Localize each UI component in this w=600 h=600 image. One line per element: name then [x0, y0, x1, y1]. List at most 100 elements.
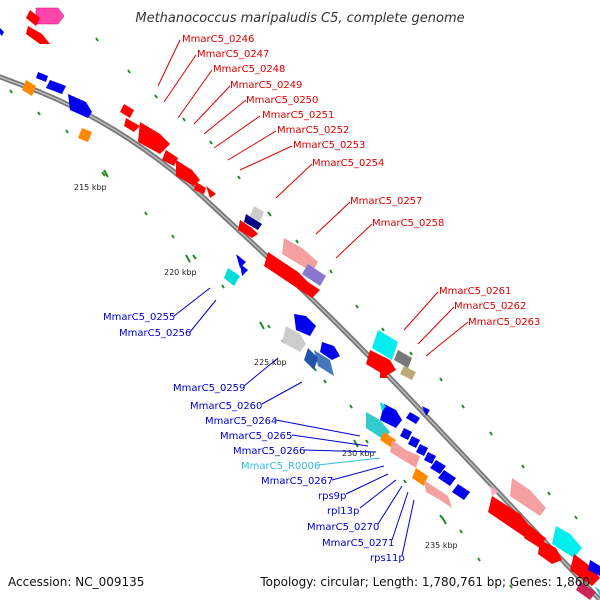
gene-feature[interactable]	[424, 452, 436, 464]
gene-label[interactable]: MmarC5_0258	[372, 218, 444, 229]
gene-feature[interactable]	[406, 412, 420, 424]
tick-label-225: 225 kbp	[254, 358, 287, 367]
gene-feature[interactable]	[302, 264, 326, 286]
gene-feature[interactable]	[380, 404, 402, 428]
gene-feature[interactable]	[416, 444, 428, 456]
gene-feature[interactable]	[22, 80, 36, 96]
gene-label[interactable]: MmarC5_0257	[350, 196, 422, 207]
gene-feature[interactable]	[314, 350, 334, 376]
gene-label[interactable]: MmarC5_0266	[233, 446, 305, 457]
gene-feature[interactable]	[320, 342, 340, 360]
gene-feature[interactable]	[424, 480, 440, 500]
gene-feature[interactable]	[438, 470, 456, 486]
leader-lines-red	[157, 39, 469, 357]
gene-feature[interactable]	[240, 264, 248, 276]
gene-feature[interactable]	[176, 160, 200, 186]
gene-label[interactable]: MmarC5_0263	[468, 317, 540, 328]
gene-feature[interactable]	[570, 554, 600, 586]
gene-feature[interactable]	[264, 252, 320, 298]
gene-features	[0, 7, 600, 600]
gene-feature[interactable]	[294, 314, 316, 336]
leader-lines-blue	[173, 287, 415, 557]
gene-label[interactable]: MmarC5_0260	[190, 401, 262, 412]
gene-feature[interactable]	[538, 540, 562, 564]
gene-label[interactable]: MmarC5_0248	[213, 64, 285, 75]
gene-label[interactable]: MmarC5_0271	[322, 538, 394, 549]
gene-feature[interactable]	[250, 206, 264, 222]
gene-feature[interactable]	[400, 428, 412, 440]
gene-label[interactable]: MmarC5_0270	[307, 522, 379, 533]
gene-feature[interactable]	[138, 122, 170, 154]
gene-feature[interactable]	[380, 402, 386, 412]
gene-feature[interactable]	[194, 182, 206, 194]
gene-feature[interactable]	[588, 560, 600, 576]
gene-feature[interactable]	[224, 268, 240, 286]
gene-feature[interactable]	[490, 486, 498, 496]
gene-label[interactable]: MmarC5_0254	[312, 158, 384, 169]
gene-feature[interactable]	[380, 368, 388, 378]
gene-label[interactable]: MmarC5_0259	[173, 383, 245, 394]
gene-feature[interactable]	[236, 254, 246, 268]
gene-label[interactable]: MmarC5_0265	[220, 431, 292, 442]
gene-label[interactable]: MmarC5_0251	[262, 110, 334, 121]
gene-label[interactable]: rps11p	[370, 553, 405, 564]
gene-feature[interactable]	[594, 586, 600, 596]
gene-label[interactable]: rps9p	[318, 491, 346, 502]
gene-feature[interactable]	[206, 186, 216, 198]
gene-feature[interactable]	[46, 80, 66, 94]
gene-feature[interactable]	[488, 496, 540, 542]
tick-label-220: 220 kbp	[164, 268, 197, 277]
accession-text: Accession: NC_009135	[8, 575, 144, 589]
gene-feature[interactable]	[26, 26, 50, 44]
gene-label[interactable]: MmarC5_0250	[246, 95, 318, 106]
leader-line-rna	[317, 457, 381, 466]
gene-feature[interactable]	[394, 350, 412, 368]
gene-feature[interactable]	[282, 326, 306, 352]
gene-feature[interactable]	[408, 436, 420, 448]
gene-label[interactable]: MmarC5_0261	[439, 286, 511, 297]
gene-label[interactable]: MmarC5_0246	[182, 34, 254, 45]
gene-feature[interactable]	[576, 582, 596, 600]
gene-feature[interactable]	[120, 104, 134, 118]
labels-red: MmarC5_0246 MmarC5_0247 MmarC5_0248 Mmar…	[182, 34, 540, 328]
gene-feature[interactable]	[124, 118, 140, 132]
gene-feature[interactable]	[35, 7, 65, 25]
gene-feature[interactable]	[412, 468, 428, 486]
gene-feature[interactable]	[244, 214, 262, 230]
gene-feature[interactable]	[366, 350, 396, 376]
gene-label[interactable]: MmarC5_0262	[454, 301, 526, 312]
gene-label[interactable]: MmarC5_0267	[261, 476, 333, 487]
gene-feature[interactable]	[0, 28, 4, 36]
gene-feature[interactable]	[304, 348, 318, 370]
gene-feature[interactable]	[510, 478, 546, 516]
gene-feature[interactable]	[36, 72, 48, 82]
gene-label[interactable]: MmarC5_0247	[197, 49, 269, 60]
gene-label[interactable]: MmarC5_0264	[205, 416, 277, 427]
gene-label[interactable]: MmarC5_0255	[103, 312, 175, 323]
gene-feature[interactable]	[390, 440, 420, 468]
gene-feature[interactable]	[78, 128, 92, 142]
labels-blue: MmarC5_0255 MmarC5_0256 MmarC5_0259 Mmar…	[103, 312, 405, 564]
gene-label[interactable]: MmarC5_0252	[277, 125, 349, 136]
gene-label[interactable]: rpl13p	[327, 506, 359, 517]
gene-label[interactable]: MmarC5_0256	[119, 328, 191, 339]
tick-marks	[9, 37, 578, 589]
map-title: Methanococcus maripaludis C5, complete g…	[135, 11, 464, 26]
gene-feature[interactable]	[162, 150, 178, 166]
gene-feature[interactable]	[552, 526, 582, 558]
tick-label-230: 230 kbp	[342, 449, 375, 458]
gene-feature[interactable]	[422, 406, 430, 416]
gene-label[interactable]: MmarC5_0249	[230, 80, 302, 91]
gene-feature[interactable]	[452, 484, 470, 500]
gene-label[interactable]: MmarC5_0253	[293, 140, 365, 151]
gene-label[interactable]: MmarC5_R0006	[241, 461, 320, 472]
gene-feature[interactable]	[430, 460, 446, 474]
gene-feature[interactable]	[436, 488, 452, 508]
gene-feature[interactable]	[26, 10, 40, 26]
gene-feature[interactable]	[400, 366, 416, 380]
gene-feature[interactable]	[238, 220, 258, 238]
gene-feature[interactable]	[68, 94, 92, 118]
gene-feature[interactable]	[282, 238, 318, 272]
gene-feature[interactable]	[372, 330, 398, 360]
